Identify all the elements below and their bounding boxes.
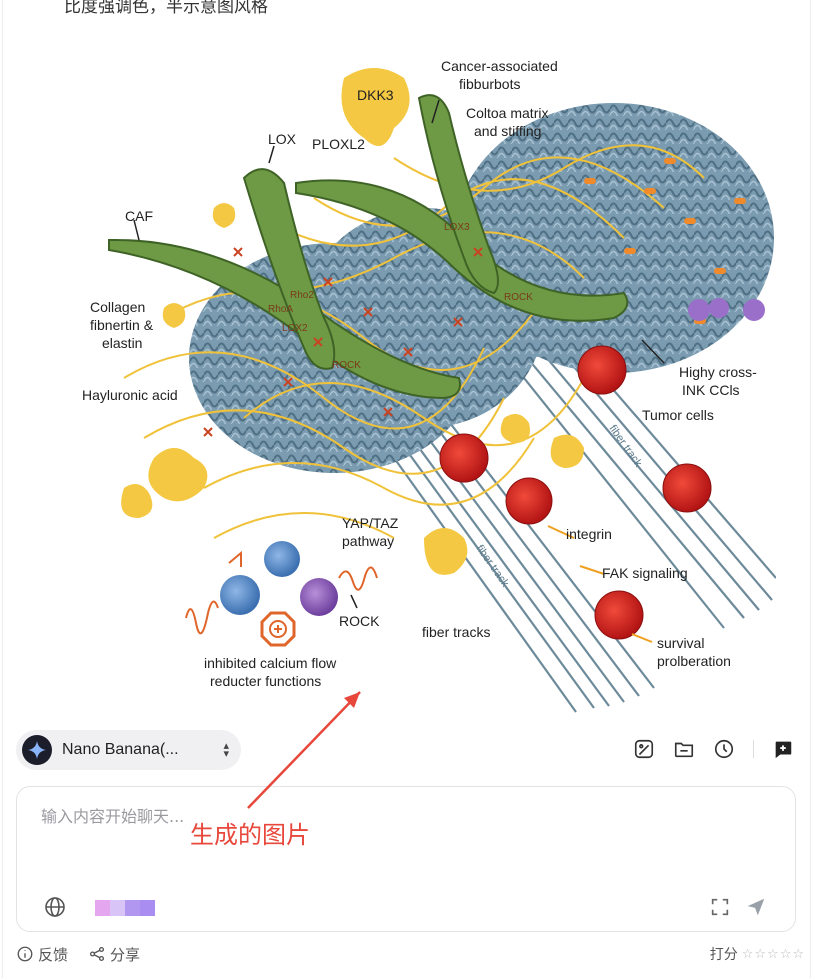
label-fiber-track-a: fiber track	[607, 423, 645, 470]
star-icon[interactable]: ☆	[754, 946, 767, 962]
label-rock: ROCK	[339, 613, 380, 629]
label-integrin: integrin	[566, 526, 612, 542]
label-survival-1: survival	[657, 635, 704, 651]
left-edge-divider	[2, 0, 3, 978]
label-ploxl2: PLOXL2	[312, 136, 365, 152]
prompt-text-tail: 比度强调色，半示意图风格	[64, 0, 268, 17]
label-coltoa-1: Coltoa matrix	[466, 105, 548, 121]
image-edit-icon[interactable]	[631, 736, 657, 762]
immune-cells	[185, 541, 378, 647]
footer-bar: 反馈 分享 打分 ☆ ☆ ☆ ☆ ☆	[16, 942, 804, 966]
info-icon	[17, 946, 33, 962]
label-lox2: LOX2	[282, 323, 308, 334]
label-yap-2: pathway	[342, 533, 394, 549]
expand-icon[interactable]	[709, 896, 733, 920]
feedback-label: 反馈	[38, 945, 69, 964]
label-fiber-tracks: fiber tracks	[422, 624, 490, 640]
rating-label: 打分	[709, 947, 738, 963]
label-collagen-1: Collagen	[90, 299, 145, 315]
share-icon	[89, 946, 105, 962]
label-caf-assoc-1: Cancer-associated	[441, 58, 558, 74]
label-highly-2: INK CCls	[682, 382, 740, 398]
star-icon[interactable]: ☆	[779, 946, 792, 962]
leader-arrows	[133, 99, 665, 609]
label-rhoa: RhoA	[268, 304, 293, 315]
label-collagen-3: elastin	[102, 335, 142, 351]
star-icon[interactable]: ☆	[741, 946, 754, 962]
orange-enzymes	[584, 158, 746, 324]
label-dkk3: DKK3	[357, 87, 394, 103]
yellow-fibers	[123, 144, 705, 539]
globe-icon[interactable]	[43, 895, 69, 921]
toolbar-divider	[753, 740, 754, 758]
hyaluronic-blobs	[121, 68, 584, 575]
share-button[interactable]: 分享	[88, 944, 140, 965]
star-icon[interactable]: ☆	[792, 946, 804, 962]
star-icon[interactable]: ☆	[767, 946, 779, 962]
label-caf-assoc-2: fibburbots	[459, 76, 520, 92]
chat-input-box	[16, 786, 796, 932]
label-highly-1: Highy cross-	[679, 364, 757, 380]
label-fak: FAK signaling	[602, 565, 688, 581]
crosslink-clusters	[688, 298, 765, 321]
input-toolbar	[631, 736, 796, 762]
tumor-microenvironment-illustration: DKK3 Cancer-associated fibburbots Coltoa…	[82, 58, 776, 713]
label-lox: LOX	[268, 131, 297, 147]
label-collagen-2: fibnertin &	[90, 317, 154, 333]
gemini-sparkle-icon	[22, 735, 52, 765]
label-rho2: Rho2	[290, 290, 314, 301]
label-survival-2: prolberation	[657, 653, 731, 669]
chat-input[interactable]	[41, 807, 541, 826]
share-label: 分享	[110, 945, 141, 964]
label-coltoa-2: and stiffing	[474, 123, 541, 139]
caf-cells	[108, 94, 629, 400]
signal-arrows	[547, 525, 653, 643]
generated-image[interactable]: DKK3 Cancer-associated fibburbots Coltoa…	[64, 18, 776, 718]
label-inhibited-2: reducter functions	[210, 673, 321, 689]
rating-stars: ☆ ☆ ☆ ☆ ☆	[742, 947, 804, 962]
right-edge-divider	[810, 0, 811, 978]
tumor-cells	[439, 345, 712, 640]
history-clock-icon[interactable]	[711, 736, 737, 762]
send-icon[interactable]	[745, 896, 769, 920]
label-rock-small2: ROCK	[504, 292, 533, 303]
folder-icon[interactable]	[671, 736, 697, 762]
annotation-label: 生成的图片	[190, 821, 310, 849]
label-caf: CAF	[125, 208, 153, 224]
chevron-updown-icon: ▴▾	[223, 740, 229, 760]
lox-crosslinks	[203, 247, 483, 437]
label-lox3: LOX3	[444, 222, 470, 233]
redacted-pixels	[95, 900, 155, 916]
feedback-button[interactable]: 反馈	[16, 944, 68, 965]
label-inhibited-1: inhibited calcium flow	[204, 655, 337, 671]
label-hyaluronic: Hayluronic acid	[82, 387, 178, 403]
model-selector[interactable]: Nano Banana(... ▴▾	[16, 730, 241, 770]
model-name: Nano Banana(...	[62, 741, 179, 758]
rating-widget: 打分 ☆ ☆ ☆ ☆ ☆	[710, 944, 804, 964]
label-tumor-cells: Tumor cells	[642, 407, 714, 423]
label-rock-small: ROCK	[332, 360, 361, 371]
label-yap-1: YAP/TAZ	[342, 515, 399, 531]
new-chat-icon[interactable]	[770, 736, 796, 762]
